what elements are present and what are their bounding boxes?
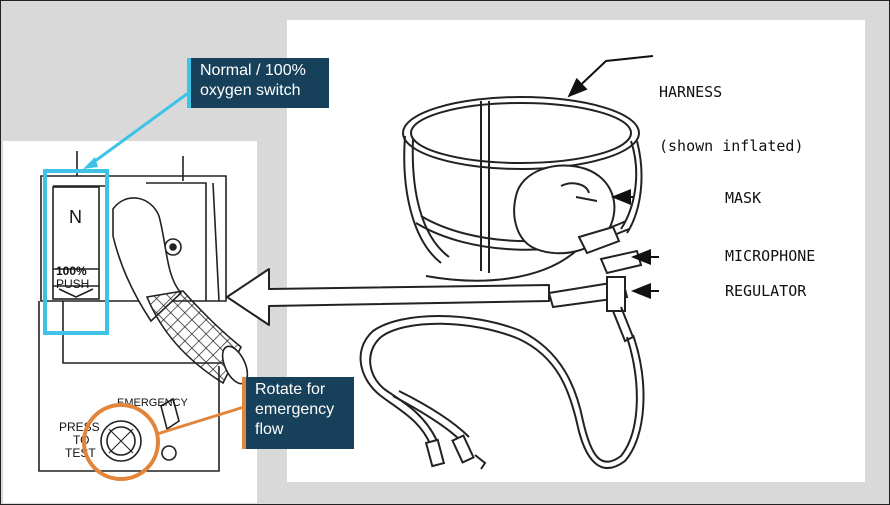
knob-highlight-circle xyxy=(82,403,160,481)
switch-callout-connector xyxy=(90,89,192,166)
switch-percent-label: 100% xyxy=(56,264,87,278)
oxygen-switch-callout-line1: Normal / 100% xyxy=(200,62,306,79)
emergency-flow-callout: Rotate for emergency flow xyxy=(242,377,354,449)
test-label: TEST xyxy=(65,446,96,460)
regulator-device xyxy=(38,151,239,472)
harness-label: HARNESS (shown inflated) xyxy=(659,47,804,191)
press-label: PRESS xyxy=(59,420,100,434)
emergency-flow-callout-line2: emergency xyxy=(255,401,335,418)
rotate-callout-connector xyxy=(156,405,245,436)
oxygen-switch-callout-line2: oxygen switch xyxy=(200,82,301,99)
oxygen-switch-callout: Normal / 100% oxygen switch xyxy=(187,58,329,108)
switch-push-label: PUSH xyxy=(56,277,89,291)
regulator-label: REGULATOR xyxy=(725,282,807,300)
emergency-flow-callout-line3: flow xyxy=(255,421,284,438)
detail-pointer-arrow xyxy=(226,268,550,326)
to-label: TO xyxy=(73,433,89,447)
harness-label-line1: HARNESS xyxy=(659,83,723,101)
hoses xyxy=(359,315,645,469)
microphone-label: MICROPHONE xyxy=(725,247,816,265)
emergency-flow-callout-line1: Rotate for xyxy=(255,381,326,398)
mask-label: MASK xyxy=(725,189,762,207)
harness-label-line2: (shown inflated) xyxy=(659,137,804,155)
switch-highlight-box xyxy=(43,169,109,335)
microphone xyxy=(577,225,643,275)
mask xyxy=(513,164,616,255)
switch-callout-arrowhead xyxy=(83,157,98,169)
hose-connectors xyxy=(424,434,487,470)
switch-letter: N xyxy=(69,207,82,227)
regulator-valve xyxy=(547,276,635,343)
hose-tube xyxy=(112,197,183,323)
hose-mesh-sleeve xyxy=(145,290,243,385)
harness-leader xyxy=(567,55,654,98)
